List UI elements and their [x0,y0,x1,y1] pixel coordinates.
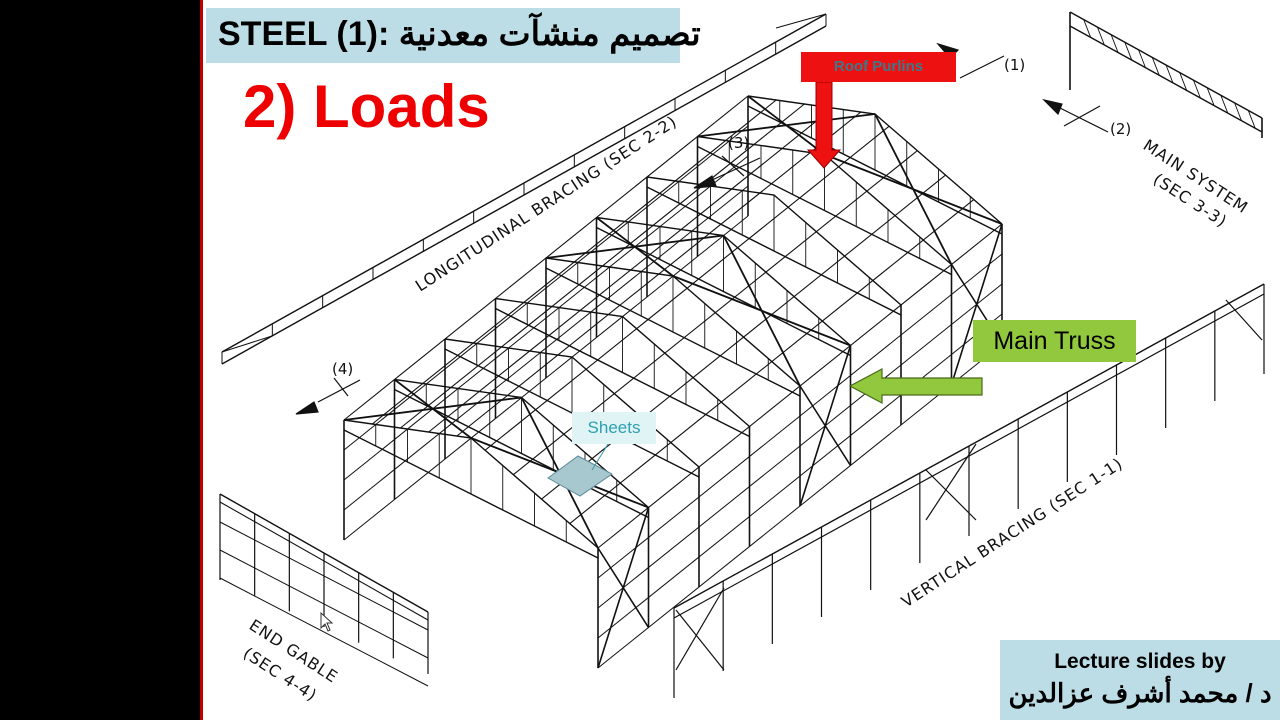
title-bar [206,8,680,63]
roof-purlin [428,107,834,433]
main-system-web [1138,49,1146,69]
roof-bracing [393,378,472,439]
roof-purlin [484,125,890,451]
roof-purlin [371,99,777,425]
side-girt [343,185,749,511]
side-girt [343,125,749,451]
main-system-web [1151,57,1160,76]
roof-purlin [541,174,946,500]
title-latin: STEEL (1): [218,15,390,53]
main-system-web [1083,19,1092,38]
slide-border [200,0,203,720]
end-gable-girt [219,521,429,631]
mouse-cursor-icon [320,612,334,632]
vertical-bracing-x [925,469,977,521]
side-girt [343,215,749,541]
roof-purlin [400,103,805,429]
credit-author: د / محمد أشرف عزالدين [1008,678,1272,708]
label-section-1: (1) [1004,56,1025,74]
roof-bracing [824,153,1003,225]
label-vertical-bracing: VERTICAL BRACING (SEC 1-1) [898,454,1127,612]
main-system-web [1179,72,1188,91]
slide-heading: 2) Loads [243,73,490,140]
vertical-bracing-x [1225,299,1263,341]
side-girt [597,253,1003,579]
end-gable-girt [219,577,429,687]
main-system-web [1206,87,1215,106]
slide-title: STEEL (1): تصميم منشآت معدنية [218,14,701,54]
wall-bracing [799,345,852,507]
roof-bracing [747,95,826,156]
main-truss-callout: Main Truss [973,320,1136,362]
long-bracing-x [221,335,273,353]
main-system-web [1110,34,1119,53]
long-bracing-x [775,13,827,29]
main-system-bottom [1069,25,1263,133]
credit-line-1: Lecture slides by [1054,650,1226,673]
wall-bracing [950,223,1003,385]
roof-bracing [595,216,674,277]
end-gable-girt [219,549,429,659]
main-system-web [1234,102,1242,122]
vertical-bracing-x [675,609,725,671]
wall-bracing [597,507,650,669]
frames-layer [343,95,1003,669]
main-system-web [1097,26,1105,46]
roof-purlin [456,111,862,437]
label-section-4: (4) [332,360,353,378]
black-margin [0,0,200,720]
side-girt [597,283,1003,609]
sheet-panel [547,455,613,497]
vertical-bracing-x [925,443,977,521]
side-girt [343,155,749,481]
main-system-web [1220,95,1229,114]
roof-purlin [569,199,975,524]
details-layer [219,11,1265,698]
roof-purlins-callout: Roof Purlins [801,52,956,82]
main-system-web [1193,79,1201,99]
sheets-leader [591,443,609,471]
side-girt [597,313,1003,639]
roof-purlins-arrow [806,81,842,169]
label-section-2: (2) [1110,120,1131,138]
label-section-3: (3) [728,134,749,152]
title-arabic: تصميم منشآت معدنية [398,15,701,53]
vertical-bracing-x [675,587,725,671]
main-system-web [1247,110,1256,129]
main-system-web [1124,42,1133,61]
roof-bracing [672,275,851,347]
sheets-callout: Sheets [572,412,656,444]
credit-box [1000,640,1280,720]
main-system-web [1165,64,1174,84]
main-truss-arrow [848,368,983,404]
